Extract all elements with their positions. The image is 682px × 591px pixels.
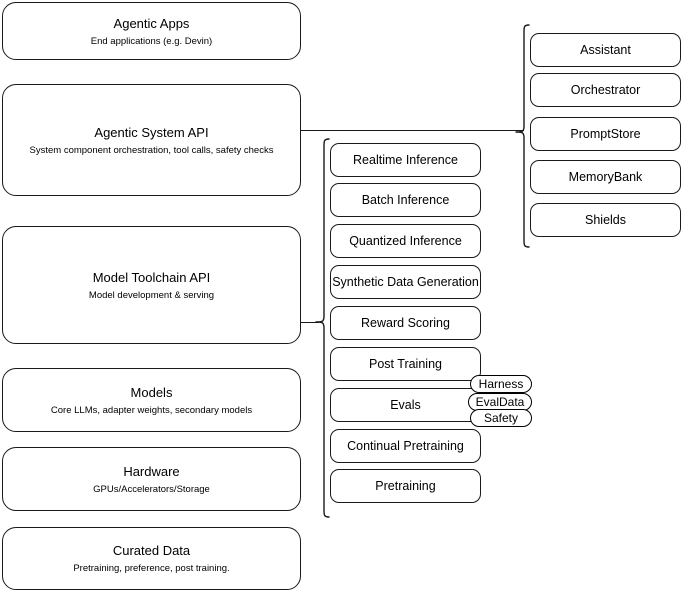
component-synthetic-data-generation[interactable]: Synthetic Data Generation xyxy=(330,265,481,299)
component-label: Continual Pretraining xyxy=(347,439,464,453)
component-label: Evals xyxy=(390,398,421,412)
component-label: Quantized Inference xyxy=(349,234,462,248)
component-post-training[interactable]: Post Training xyxy=(330,347,481,381)
component-label: PromptStore xyxy=(570,127,641,141)
layer-subtitle: Core LLMs, adapter weights, secondary mo… xyxy=(50,404,253,416)
layer-subtitle: GPUs/Accelerators/Storage xyxy=(93,483,210,495)
layer-title: Models xyxy=(130,384,173,400)
layer-agentic-apps[interactable]: Agentic Apps End applications (e.g. Devi… xyxy=(2,2,301,60)
evals-badge-label: Safety xyxy=(483,410,519,425)
component-assistant[interactable]: Assistant xyxy=(530,33,681,67)
layer-subtitle: End applications (e.g. Devin) xyxy=(90,35,213,47)
component-shields[interactable]: Shields xyxy=(530,203,681,237)
layer-model-toolchain-api[interactable]: Model Toolchain API Model development & … xyxy=(2,226,301,344)
component-label: Post Training xyxy=(369,357,442,371)
component-reward-scoring[interactable]: Reward Scoring xyxy=(330,306,481,340)
component-evals[interactable]: Evals xyxy=(330,388,481,422)
layer-models[interactable]: Models Core LLMs, adapter weights, secon… xyxy=(2,368,301,432)
layer-subtitle: System component orchestration, tool cal… xyxy=(29,144,274,156)
evals-badge-label: Harness xyxy=(478,376,524,391)
layer-title: Hardware xyxy=(123,463,180,479)
component-label: Assistant xyxy=(580,43,631,57)
component-pretraining[interactable]: Pretraining xyxy=(330,469,481,503)
component-label: Orchestrator xyxy=(570,83,641,97)
component-realtime-inference[interactable]: Realtime Inference xyxy=(330,143,481,177)
component-memorybank[interactable]: MemoryBank xyxy=(530,160,681,194)
component-label: Reward Scoring xyxy=(361,316,450,330)
evals-badge-label: EvalData xyxy=(475,394,525,409)
layer-title: Curated Data xyxy=(112,543,191,558)
layer-subtitle: Model development & serving xyxy=(88,289,215,301)
evals-badge-safety[interactable]: Safety xyxy=(470,409,532,427)
component-label: Shields xyxy=(585,213,626,227)
component-label: MemoryBank xyxy=(568,170,643,184)
connector-toolchain-api-line xyxy=(301,322,319,323)
component-label: Batch Inference xyxy=(361,193,450,207)
component-continual-pretraining[interactable]: Continual Pretraining xyxy=(330,429,481,463)
component-label: Pretraining xyxy=(375,479,436,493)
layer-subtitle: Pretraining, preference, post training. xyxy=(73,563,230,574)
brace-system-components xyxy=(514,22,530,250)
layer-title: Agentic Apps xyxy=(113,15,190,31)
component-label: Realtime Inference xyxy=(353,153,458,167)
brace-toolchain-components xyxy=(312,136,330,520)
layer-agentic-system-api[interactable]: Agentic System API System component orch… xyxy=(2,84,301,196)
component-label: Synthetic Data Generation xyxy=(332,275,479,289)
component-promptstore[interactable]: PromptStore xyxy=(530,117,681,151)
component-orchestrator[interactable]: Orchestrator xyxy=(530,73,681,107)
layer-title: Agentic System API xyxy=(94,124,209,140)
component-batch-inference[interactable]: Batch Inference xyxy=(330,183,481,217)
connector-system-api-line xyxy=(301,130,524,131)
layer-curated-data[interactable]: Curated Data Pretraining, preference, po… xyxy=(2,527,301,590)
evals-badge-harness[interactable]: Harness xyxy=(470,375,532,393)
layer-title: Model Toolchain API xyxy=(92,269,211,285)
layer-hardware[interactable]: Hardware GPUs/Accelerators/Storage xyxy=(2,447,301,511)
component-quantized-inference[interactable]: Quantized Inference xyxy=(330,224,481,258)
